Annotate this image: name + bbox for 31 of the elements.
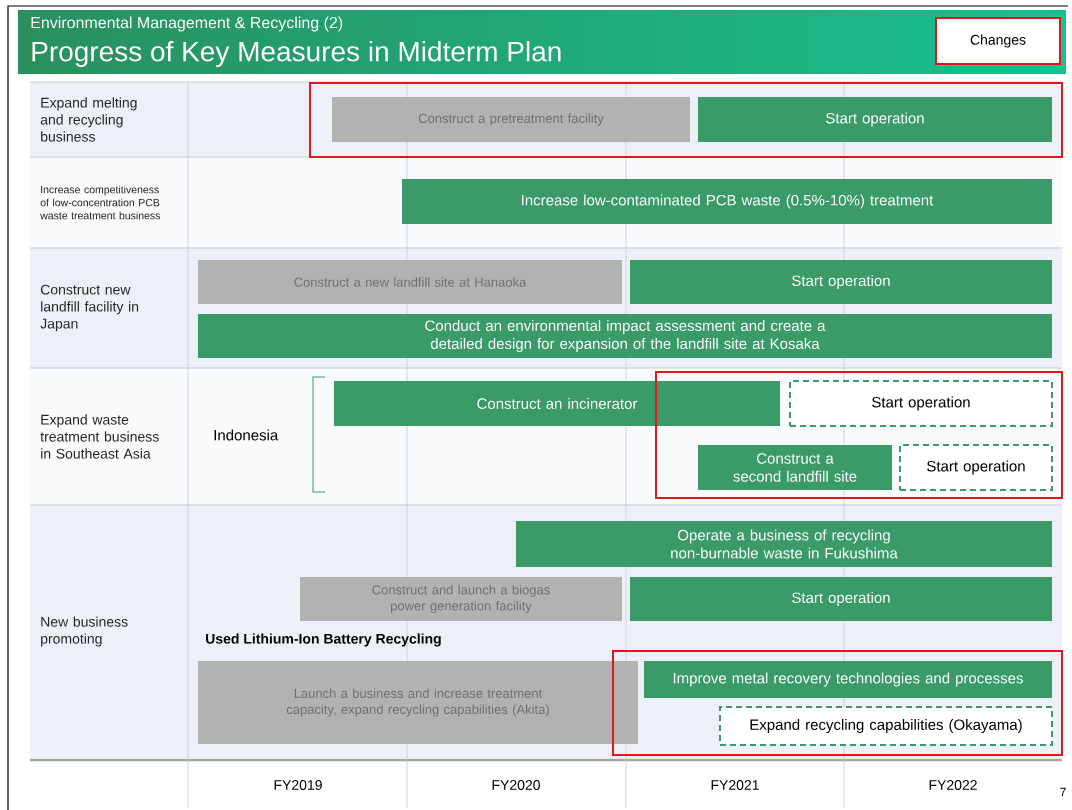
completed-bar: Construct a pretreatment facility	[332, 97, 690, 142]
row-heading: Increase competitiveness of low-concentration PCB waste treatment business	[40, 185, 160, 220]
group-heading: Used Lithium-Ion Battery Recycling	[206, 633, 441, 647]
title: Progress of Key Measures in Midterm Plan	[32, 40, 561, 68]
year-label: FY2021	[711, 780, 759, 790]
subtitle: Environmental Management & Recycling (2)	[31, 16, 343, 32]
completed-bar: Construct and launch a biogas power generation facility	[300, 577, 622, 621]
planned-bar: Start operation	[630, 577, 1052, 621]
planned-bar: Construct an incinerator	[334, 381, 780, 426]
planned-bar: Construct a second landfill site	[698, 445, 892, 490]
new-plan-bar: Expand recycling capabilities (Okayama)	[719, 706, 1053, 746]
planned-bar: Start operation	[630, 260, 1052, 304]
new-plan-bar: Start operation	[899, 444, 1053, 491]
region-label: Indonesia	[214, 429, 279, 441]
row-heading: Expand waste treatment business in Southeast Asia	[40, 414, 159, 459]
completed-bar: Launch a business and increase treatment capacity, expand recycling capabilities (Akita)	[198, 661, 638, 744]
year-label: FY2022	[929, 780, 977, 790]
change-badge: Changes	[935, 17, 1061, 65]
year-label: FY2019	[274, 780, 322, 790]
new-plan-bar: Start operation	[789, 380, 1053, 427]
planned-bar: Increase low-contaminated PCB waste (0.5%-10%) treatment	[402, 179, 1052, 224]
year-label: FY2020	[492, 780, 540, 790]
planned-bar: Improve metal recovery technologies and processes	[644, 661, 1052, 698]
row-heading: Construct new landfill facility in Japan	[40, 284, 139, 332]
completed-bar: Construct a new landfill site at Hanaoka	[198, 260, 622, 304]
page-number: 7	[1060, 787, 1066, 797]
planned-bar: Operate a business of recycling non-burnable waste in Fukushima	[516, 521, 1052, 567]
row-heading: New business promoting	[41, 616, 128, 647]
planned-bar: Conduct an environmental impact assessment and create a detailed design for expansion of the landfill site at Kosaka	[198, 314, 1052, 358]
row-heading: Expand melting and recycling business	[40, 97, 137, 142]
planned-bar: Start operation	[698, 97, 1052, 142]
